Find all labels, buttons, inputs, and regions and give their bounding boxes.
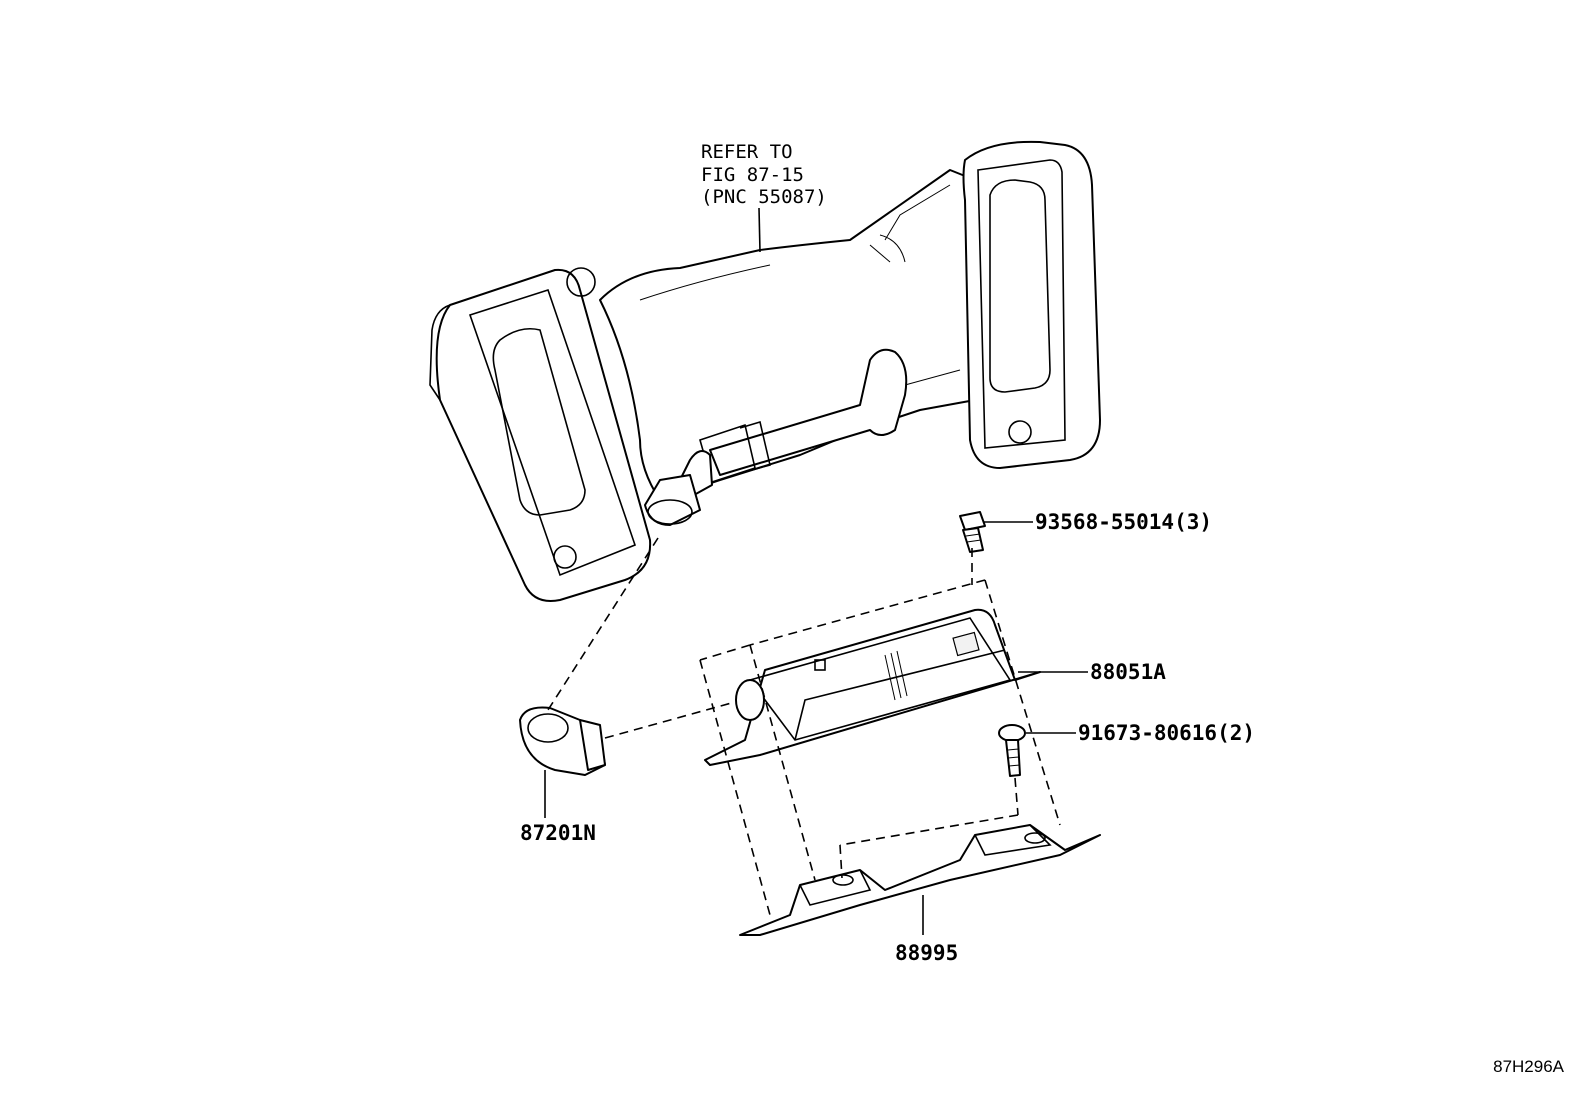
refer-note-line2: FIG 87-15 (701, 164, 804, 186)
refer-note: REFER TO FIG 87-15 (PNC 55087) (701, 141, 827, 253)
bolt-lower-part-number: 91673-80616(2) (1078, 721, 1255, 745)
bolt-upper-part-number: 93568-55014(3) (1035, 510, 1212, 534)
refer-leader (758, 207, 761, 253)
module-part-number: 88051A (1090, 660, 1166, 684)
air-duct-assembly (429, 140, 1101, 602)
control-module: 88051A (704, 608, 1166, 766)
refer-note-line1: REFER TO (701, 141, 793, 163)
mounting-bracket: 88995 (739, 824, 1101, 965)
bolt-lower: 91673-80616(2) (998, 721, 1255, 777)
refer-note-line3: (PNC 55087) (701, 186, 827, 208)
bolt-upper: 93568-55014(3) (959, 510, 1212, 553)
bracket-part-number: 88995 (895, 941, 958, 965)
sensor-part-number: 87201N (520, 821, 596, 845)
figure-code: 87H296A (1493, 1057, 1565, 1076)
sensor-connector: 87201N (519, 706, 606, 845)
assembly-lines (547, 537, 1061, 916)
